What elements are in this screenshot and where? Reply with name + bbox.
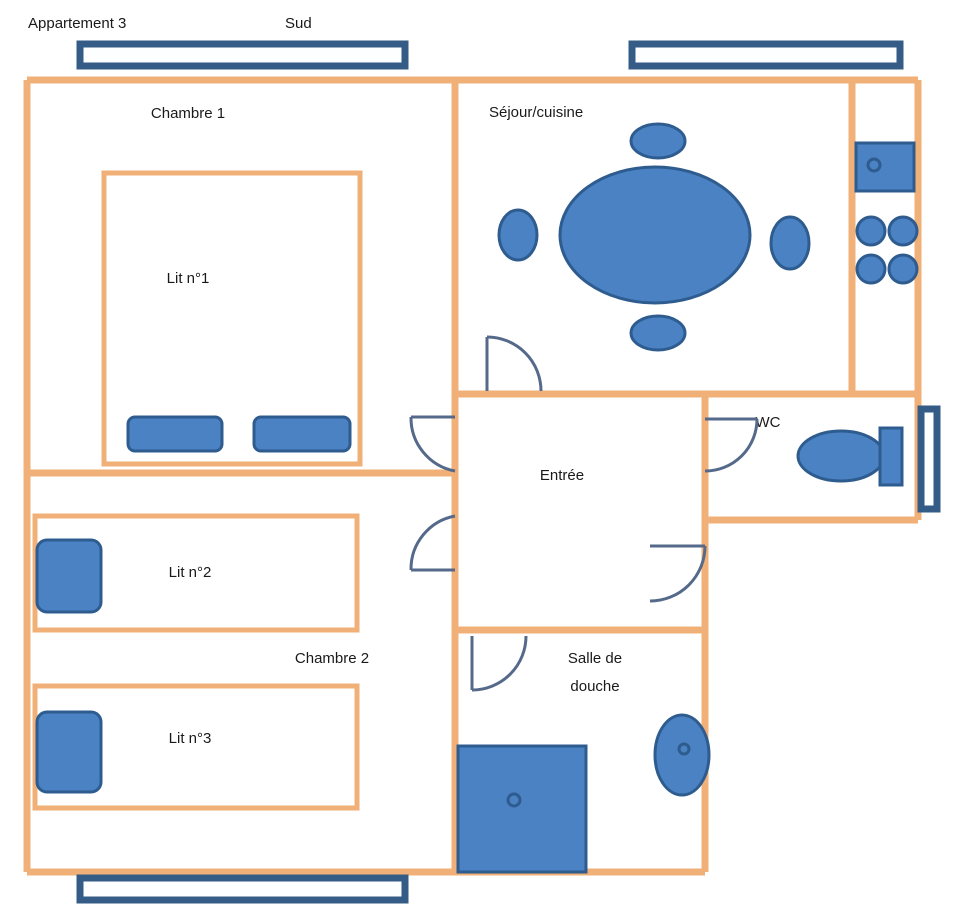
door-entree-chambre2: [409, 514, 456, 572]
door-entree-douche: [649, 544, 707, 603]
kitchen-sink: [854, 141, 916, 193]
toilet: [796, 426, 904, 487]
lit2-pillow: [35, 538, 103, 614]
chair-east: [769, 215, 811, 271]
shower-tray: [456, 744, 588, 874]
orientation-label-sud: Sud: [285, 15, 312, 32]
room-label-sejour-cuisine: Séjour/cuisine: [489, 104, 583, 121]
washbasin: [653, 713, 711, 797]
chair-west: [497, 208, 539, 262]
door-entree-wc: [704, 417, 759, 473]
room-label-chambre2: Chambre 2: [295, 650, 369, 667]
chair-south: [629, 314, 687, 352]
lit1-label: Lit n°1: [167, 270, 210, 287]
apartment-title: Appartement 3: [28, 15, 126, 32]
room-label-wc: WC: [756, 414, 781, 431]
room-label-salle-de-douche-line2: douche: [570, 678, 619, 695]
stove-burners: [855, 215, 919, 285]
window-north-right: [628, 40, 904, 70]
lit1-pillow-right: [252, 415, 352, 453]
room-label-salle-de-douche-line1: Salle de: [568, 650, 622, 667]
lit2-label: Lit n°2: [169, 564, 212, 581]
lit1-pillow-left: [126, 415, 224, 453]
chair-north: [629, 122, 687, 160]
dining-table: [558, 165, 752, 305]
window-north-left: [76, 40, 409, 70]
lit3-label: Lit n°3: [169, 730, 212, 747]
door-chambre1-entree: [409, 415, 456, 473]
window-east-wc: [917, 405, 941, 513]
lit3-pillow: [35, 710, 103, 794]
door-douche-interior: [470, 635, 528, 692]
door-sejour-entree: [485, 335, 543, 392]
room-label-chambre1: Chambre 1: [151, 105, 225, 122]
room-label-entree: Entrée: [540, 467, 584, 484]
interior-partitions: [27, 80, 918, 872]
window-south: [76, 874, 409, 904]
